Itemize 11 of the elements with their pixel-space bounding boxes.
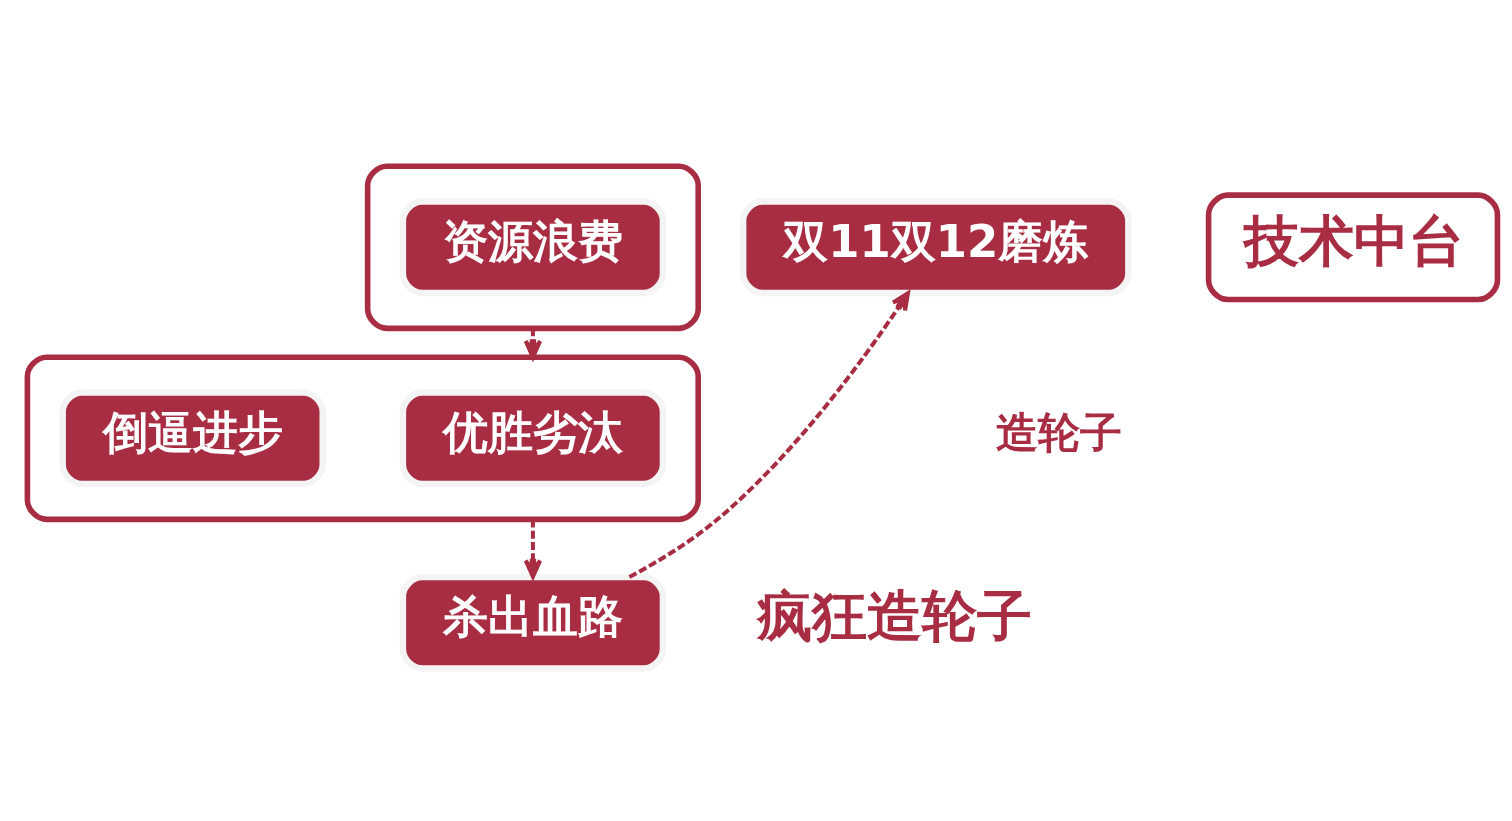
node-box: 优胜劣汰 bbox=[399, 388, 667, 487]
node-box: 杀出血路 bbox=[399, 573, 667, 672]
node-box: 双11双12磨炼 bbox=[739, 197, 1132, 296]
cluster bbox=[364, 162, 702, 331]
label: 疯狂造轮子 bbox=[756, 583, 1032, 648]
node-box: 倒逼进步 bbox=[59, 388, 326, 487]
label: 造轮子 bbox=[995, 407, 1122, 457]
node-box: 资源浪费 bbox=[399, 197, 667, 296]
arrow bbox=[628, 290, 910, 579]
node-box: 技术中台 bbox=[1205, 191, 1501, 302]
cluster bbox=[24, 353, 702, 522]
